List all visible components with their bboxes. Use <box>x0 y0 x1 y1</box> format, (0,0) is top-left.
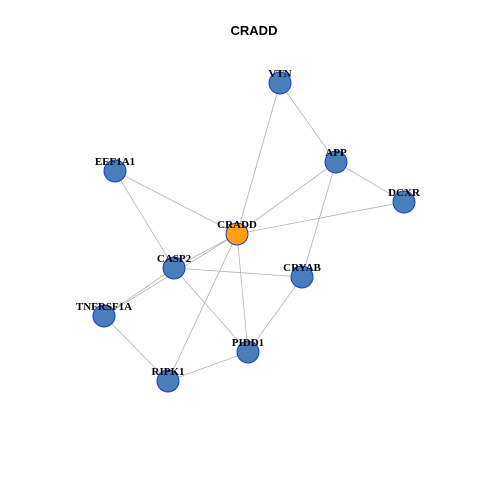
node-tnfrsf1a: TNFRSF1A <box>76 301 132 328</box>
edge-app-dcxr <box>335 161 405 203</box>
node-label-vtn: VTN <box>268 68 291 80</box>
edge-cryab-pidd1 <box>247 276 303 353</box>
node-dcxr: DCXR <box>388 187 421 214</box>
node-circle-casp2 <box>162 256 186 280</box>
edge-tnfrsf1a-ripk1 <box>103 315 169 382</box>
node-circle-pidd1 <box>236 340 260 364</box>
diagram-title: CRADD <box>231 23 278 38</box>
edge-cradd-casp2 <box>173 233 238 269</box>
edge-vtn-app <box>279 82 337 163</box>
node-ripk1: RIPK1 <box>152 366 185 393</box>
edge-casp2-cryab <box>173 267 303 278</box>
node-circle-app <box>324 150 348 174</box>
node-cryab: CRYAB <box>283 262 322 289</box>
edge-app-cryab <box>301 161 337 278</box>
node-label-cradd: CRADD <box>217 219 257 231</box>
edge-cradd-ripk1 <box>167 233 238 382</box>
edge-app-cradd <box>236 161 337 235</box>
edge-eef1a1-casp2 <box>114 170 175 269</box>
edge-vtn-cradd <box>236 82 281 235</box>
node-vtn: VTN <box>268 68 292 95</box>
edges-layer <box>103 82 405 382</box>
node-cradd: CRADD <box>217 219 257 246</box>
node-label-casp2: CASP2 <box>157 253 192 265</box>
node-circle-vtn <box>268 71 292 95</box>
node-circle-ripk1 <box>156 369 180 393</box>
edge-casp2-pidd1 <box>173 267 249 353</box>
node-label-app: APP <box>325 147 347 159</box>
node-label-tnfrsf1a: TNFRSF1A <box>76 301 132 313</box>
node-circle-dcxr <box>392 190 416 214</box>
edge-pidd1-ripk1 <box>167 351 249 382</box>
edge-casp2-tnfrsf1a <box>103 267 175 317</box>
node-label-pidd1: PIDD1 <box>232 337 264 349</box>
node-eef1a1: EEF1A1 <box>95 156 135 183</box>
node-circle-cradd <box>225 222 249 246</box>
node-circle-eef1a1 <box>103 159 127 183</box>
node-circle-cryab <box>290 265 314 289</box>
edge-cradd-pidd1 <box>236 233 249 353</box>
node-app: APP <box>324 147 348 174</box>
node-casp2: CASP2 <box>157 253 192 280</box>
node-pidd1: PIDD1 <box>232 337 264 364</box>
edge-dcxr-cradd <box>236 201 405 235</box>
edge-eef1a1-cradd <box>114 170 238 235</box>
node-label-dcxr: DCXR <box>388 187 421 199</box>
node-label-ripk1: RIPK1 <box>152 366 185 378</box>
node-label-cryab: CRYAB <box>283 262 321 274</box>
node-label-eef1a1: EEF1A1 <box>95 156 135 168</box>
node-circle-tnfrsf1a <box>92 304 116 328</box>
